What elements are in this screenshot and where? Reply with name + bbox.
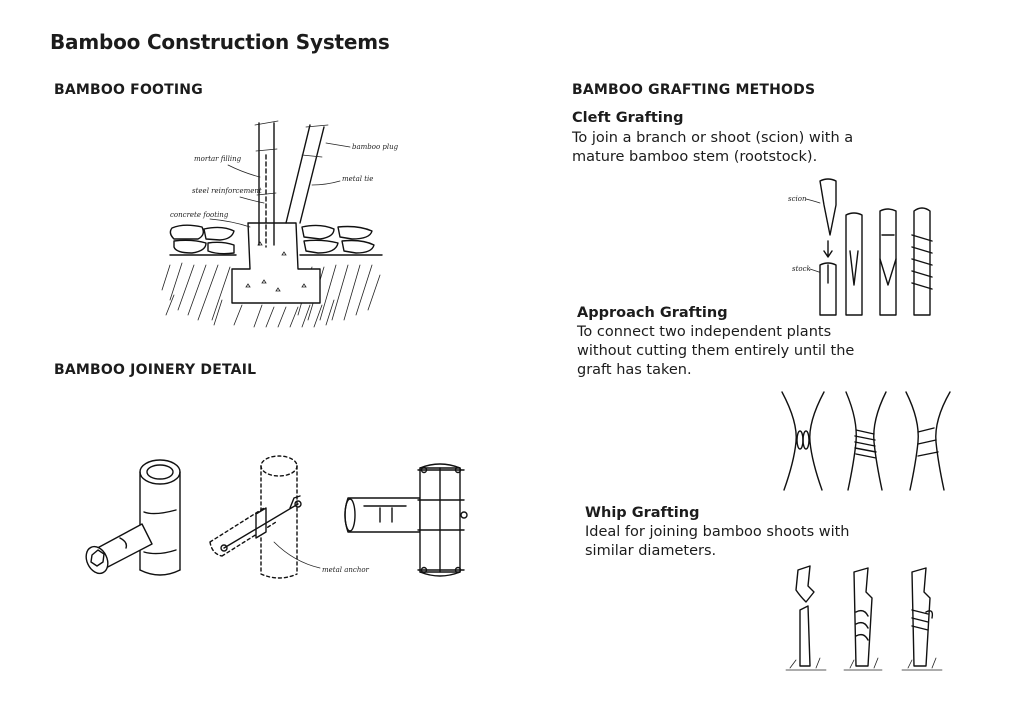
label-bamboo-plug: bamboo plug [352,143,399,151]
bolted-connection-sketch [344,463,468,577]
whip-stage-2 [843,567,883,671]
label-stock: stock [792,265,811,273]
bamboo-joinery-heading: BAMBOO JOINERY DETAIL [54,362,257,378]
bamboo-footing-heading: BAMBOO FOOTING [54,82,203,98]
cleft-grafting-description: To join a branch or shoot (scion) with a… [572,130,854,165]
whip-grafting-description: Ideal for joining bamboo shoots with sim… [585,524,850,559]
page-title: Bamboo Construction Systems [50,30,390,54]
footing-labels: bamboo plug mortar filling steel reinfor… [170,142,399,228]
approach-grafting-title: Approach Grafting [577,305,728,321]
approach-grafting-sketch [781,391,951,491]
anchor-detail-sketch: metal anchor [209,455,370,579]
cleft-grafting-title: Cleft Grafting [572,110,684,126]
label-scion: scion [788,195,807,203]
stone-layer [169,224,383,256]
concrete-speckle [245,241,307,292]
bamboo-footing-sketch: bamboo plug mortar filling steel reinfor… [161,120,399,328]
approach-stage-2 [845,391,887,491]
label-steel-reinforcement: steel reinforcement [192,187,262,195]
bamboo-pole-vertical [254,120,279,248]
label-mortar-filling: mortar filling [194,155,242,163]
t-joint-sketch [85,459,181,576]
approach-grafting-description: To connect two independent plants withou… [577,324,855,378]
concrete-footing-block [231,222,321,304]
label-metal-tie: metal tie [342,175,373,183]
approach-stage-1 [781,391,825,491]
label-concrete-footing: concrete footing [170,211,229,219]
whip-grafting-sketch [785,565,943,671]
grafting-methods-heading: BAMBOO GRAFTING METHODS [572,82,816,98]
label-metal-anchor: metal anchor [322,566,370,574]
whip-stage-1 [785,565,827,671]
whip-grafting-title: Whip Grafting [585,505,700,521]
cleft-grafting-sketch: scion stock [788,178,933,316]
whip-stage-3 [901,567,943,671]
approach-stage-3 [905,391,951,491]
bamboo-pole-angled [285,124,329,224]
